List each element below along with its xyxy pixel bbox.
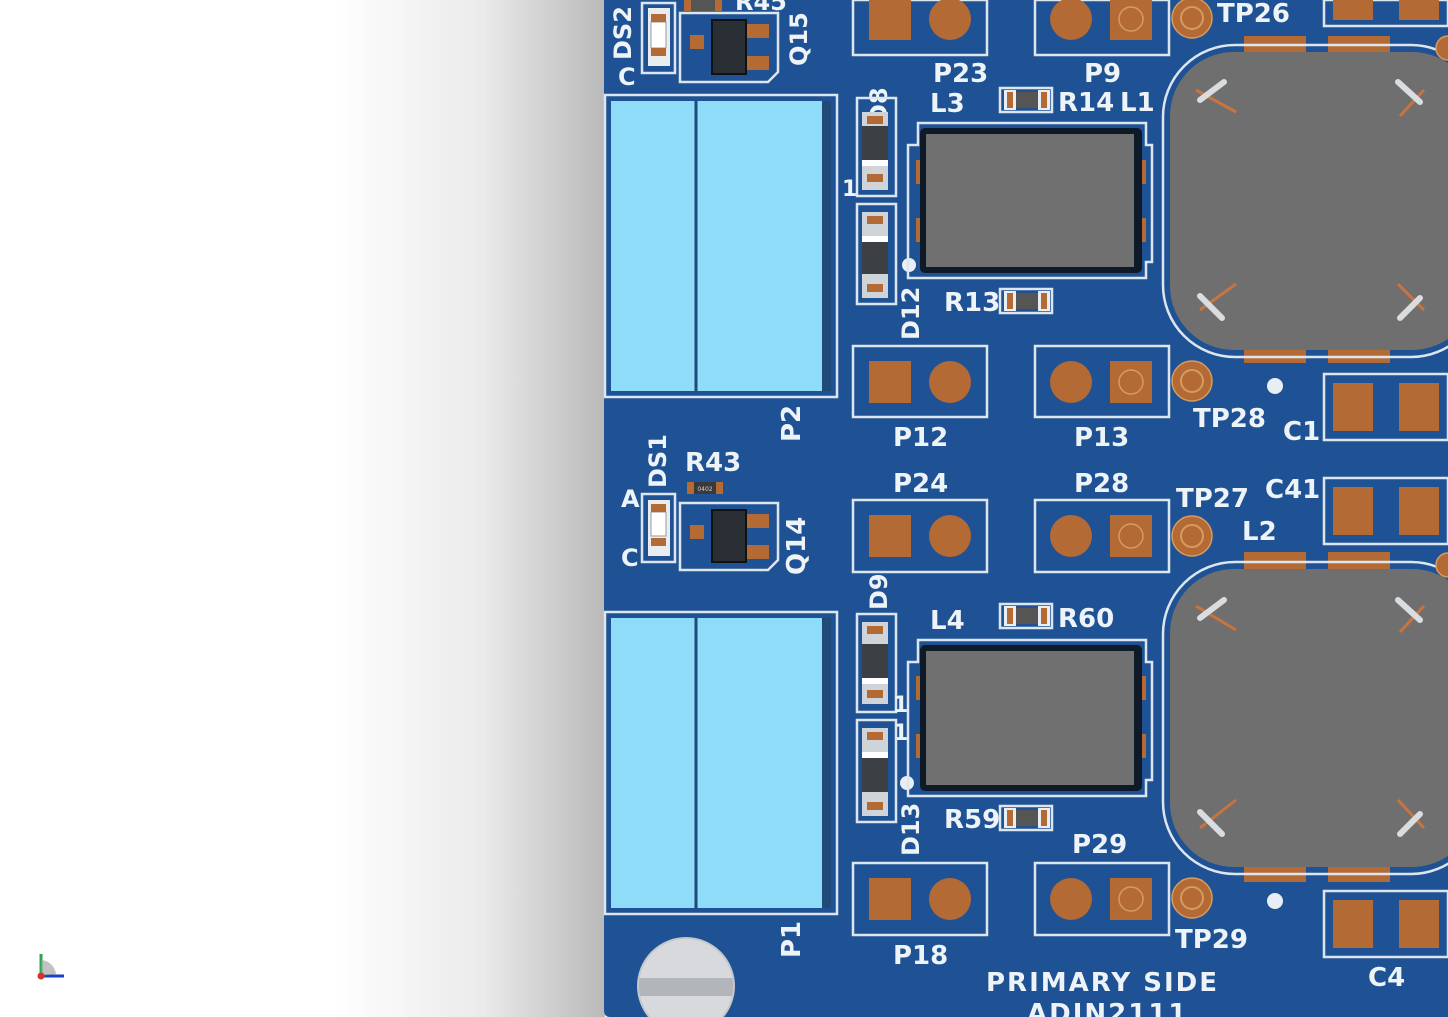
primary-side-label: PRIMARY SIDE	[986, 968, 1219, 998]
c4-label: C4	[1368, 963, 1405, 993]
capacitor-top-right[interactable]	[1322, 0, 1448, 28]
p13-label: P13	[1074, 423, 1129, 453]
testpoint-tp26[interactable]	[1171, 0, 1213, 39]
p24-label: P24	[893, 469, 948, 499]
r13-label: R13	[944, 288, 1000, 318]
pin1-marker-mid: 1	[893, 693, 908, 718]
resistor-r13[interactable]	[998, 287, 1054, 315]
c41-label: C41	[1265, 475, 1320, 505]
header-p29[interactable]	[1033, 861, 1171, 937]
header-p9[interactable]	[1033, 0, 1171, 57]
c1-label: C1	[1283, 417, 1320, 447]
capacitor-c41[interactable]	[1322, 476, 1448, 546]
l4-label: L4	[930, 606, 965, 636]
header-p18[interactable]	[851, 861, 989, 937]
transistor-q15[interactable]	[678, 11, 780, 84]
ds1-anode-label: A	[621, 485, 640, 513]
capacitor-c1[interactable]	[1322, 372, 1448, 442]
led-ds2[interactable]	[640, 1, 677, 75]
d12-label: D12	[897, 287, 925, 340]
p23-label: P23	[933, 59, 988, 89]
resistor-r14[interactable]	[998, 86, 1054, 114]
d9-label: D9	[865, 573, 893, 610]
ds2-cathode-label: C	[618, 63, 636, 91]
testpoint-tp27[interactable]	[1171, 515, 1213, 557]
p1-label: P1	[777, 921, 807, 958]
q14-label: Q14	[782, 517, 812, 575]
viewport-shadow	[0, 0, 605, 1017]
p28-label: P28	[1074, 469, 1129, 499]
header-p24[interactable]	[851, 498, 989, 574]
ds1-label: DS1	[644, 434, 672, 488]
inductor-l3[interactable]	[906, 121, 1154, 280]
p9-label: P9	[1084, 59, 1121, 89]
r43-label: R43	[685, 448, 741, 478]
diode-d8[interactable]	[855, 96, 898, 198]
connector-p2[interactable]	[603, 93, 839, 399]
tp28-label: TP28	[1193, 404, 1266, 434]
pin1-dot-l2	[1267, 893, 1283, 909]
ds1-cathode-label: C	[621, 544, 639, 572]
diode-d13[interactable]	[855, 718, 898, 824]
l2-label: L2	[1242, 517, 1277, 547]
mounting-screw[interactable]	[637, 937, 735, 1017]
l1-label: L1	[1120, 88, 1155, 118]
transistor-q14[interactable]	[678, 501, 780, 572]
inductor-l1[interactable]	[1161, 36, 1448, 363]
r59-label: R59	[944, 805, 1000, 835]
resistor-r45[interactable]	[684, 0, 722, 11]
diode-d9[interactable]	[855, 612, 898, 714]
testpoint-right-mid[interactable]	[1435, 552, 1448, 578]
r43-marking: 0402	[697, 486, 712, 493]
header-p12[interactable]	[851, 344, 989, 419]
orientation-triad-icon[interactable]	[32, 948, 72, 988]
ds2-label: DS2	[609, 6, 637, 60]
inductor-l2[interactable]	[1161, 552, 1448, 882]
header-p23[interactable]	[851, 0, 989, 57]
p12-label: P12	[893, 423, 948, 453]
r60-label: R60	[1058, 604, 1114, 634]
l3-label: L3	[930, 89, 965, 119]
inductor-l4[interactable]	[906, 638, 1154, 798]
diode-d12[interactable]	[855, 202, 898, 306]
tp27-label: TP27	[1176, 484, 1249, 514]
led-ds1[interactable]	[640, 492, 677, 564]
capacitor-c4[interactable]	[1322, 889, 1448, 959]
d13-label: D13	[897, 803, 925, 856]
tp29-label: TP29	[1175, 925, 1248, 955]
q15-label: Q15	[785, 12, 813, 66]
resistor-r59[interactable]	[998, 804, 1054, 832]
p29-label: P29	[1072, 830, 1127, 860]
header-p13[interactable]	[1033, 344, 1171, 419]
tp26-label: TP26	[1217, 0, 1290, 29]
connector-p1[interactable]	[603, 610, 839, 916]
pin1-dot-l1	[1267, 378, 1283, 394]
p2-label: P2	[777, 405, 807, 442]
resistor-r60[interactable]	[998, 602, 1054, 630]
pin1-marker-top: 1	[842, 177, 857, 202]
testpoint-right-top[interactable]	[1435, 35, 1448, 61]
p18-label: P18	[893, 941, 948, 971]
header-p28[interactable]	[1033, 498, 1171, 574]
testpoint-tp29[interactable]	[1171, 877, 1213, 919]
testpoint-tp28[interactable]	[1171, 360, 1213, 402]
part-number-label: ADIN2111	[1027, 999, 1189, 1017]
resistor-r43[interactable]: 0402	[687, 482, 723, 494]
r14-label: R14	[1058, 88, 1114, 118]
